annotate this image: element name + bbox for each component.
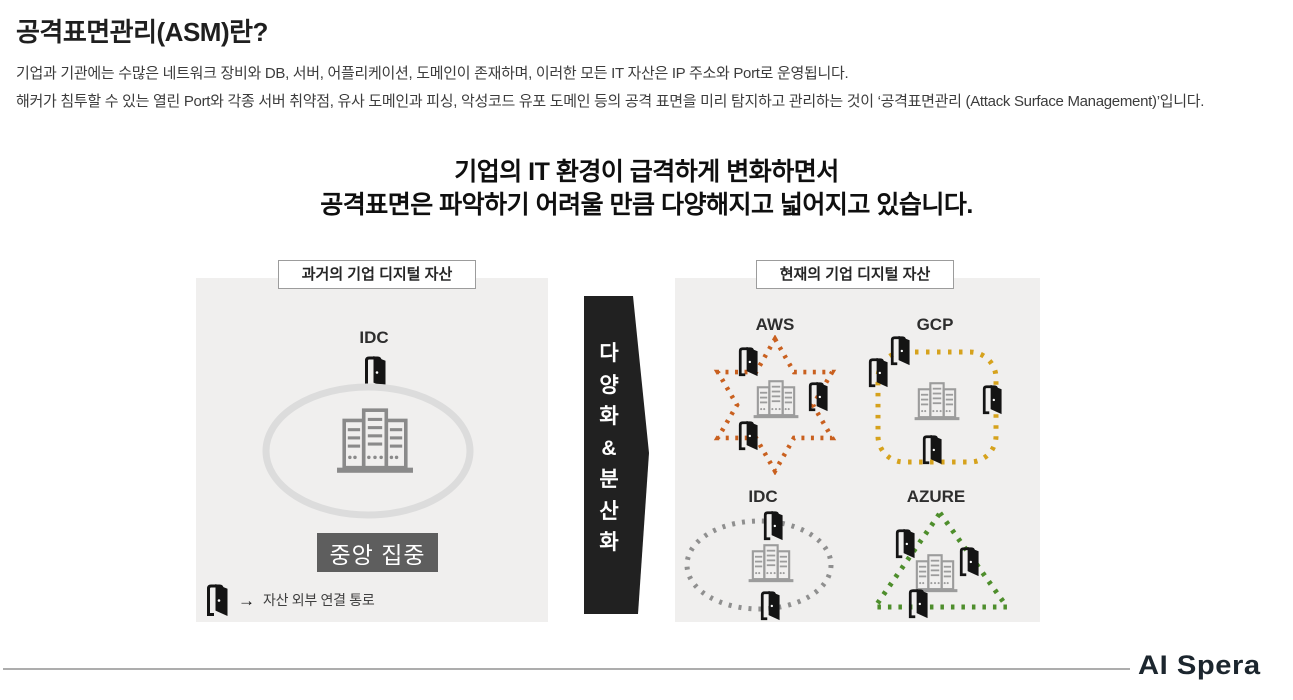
footer-divider [3,668,1130,670]
open-door-icon [758,590,782,621]
azure-label: AZURE [906,487,966,506]
intro-line-1: 기업과 기관에는 수많은 네트워크 장비와 DB, 서버, 어플리케이션, 도메… [16,65,849,82]
azure-triangle-outline [872,508,1012,610]
idc-present-label: IDC [748,487,778,506]
legend-text: 자산 외부 연결 통로 [263,592,375,608]
legend-arrow-icon: → [238,590,255,610]
centralized-badge: 중앙 집중 [317,533,438,572]
central-ring [262,383,474,519]
transition-banner-shape [584,296,649,614]
open-door-icon [736,346,760,377]
open-door-icon [806,381,830,412]
past-assets-panel-label: 과거의 기업 디지털 자산 [278,260,476,289]
present-assets-panel: AWS GCP IDC AZURE [675,278,1040,622]
transition-banner [584,296,649,614]
past-assets-panel: IDC 중앙 집중 → 자산 외부 연결 통로 [196,278,548,622]
server-rack-icon [914,382,960,422]
present-assets-panel-label: 현재의 기업 디지털 자산 [756,260,954,289]
headline-line-2: 공격표면은 파악하기 어려울 만큼 다양해지고 넓어지고 있습니다. [320,191,973,219]
open-door-icon [736,420,760,451]
idc-past-label: IDC [359,328,389,347]
ai-spera-logo: AI Spera [1138,650,1261,680]
diversification-vertical-text: 다 양 화 & 분 산 화 [599,342,619,554]
headline-line-1: 기업의 IT 환경이 급격하게 변화하면서 [454,158,839,186]
page-title: 공격표면관리(ASM)란? [16,17,268,47]
open-door-icon [204,583,230,617]
open-door-icon [906,588,930,619]
open-door-icon [980,384,1004,415]
open-door-icon [888,335,912,366]
intro-line-2: 해커가 침투할 수 있는 열린 Port와 각종 서버 취약점, 유사 도메인과… [16,93,1205,110]
headline: 기업의 IT 환경이 급격하게 변화하면서 공격표면은 파악하기 어려울 만큼 … [0,156,1293,222]
server-rack-icon [336,408,414,476]
server-rack-icon [748,544,794,584]
aws-label: AWS [755,315,795,334]
gcp-label: GCP [916,315,954,334]
central-ring-ellipse [262,383,474,519]
aws-star-outline [713,335,837,475]
open-door-icon [920,434,944,465]
idc-ellipse-outline [684,518,834,612]
open-door-icon [761,510,785,541]
open-door-icon [893,528,917,559]
server-rack-icon [753,380,799,420]
open-door-icon [866,357,890,388]
open-door-icon [957,546,981,577]
gcp-square-outline [875,349,999,465]
door-legend: → 자산 외부 연결 통로 [204,583,375,617]
